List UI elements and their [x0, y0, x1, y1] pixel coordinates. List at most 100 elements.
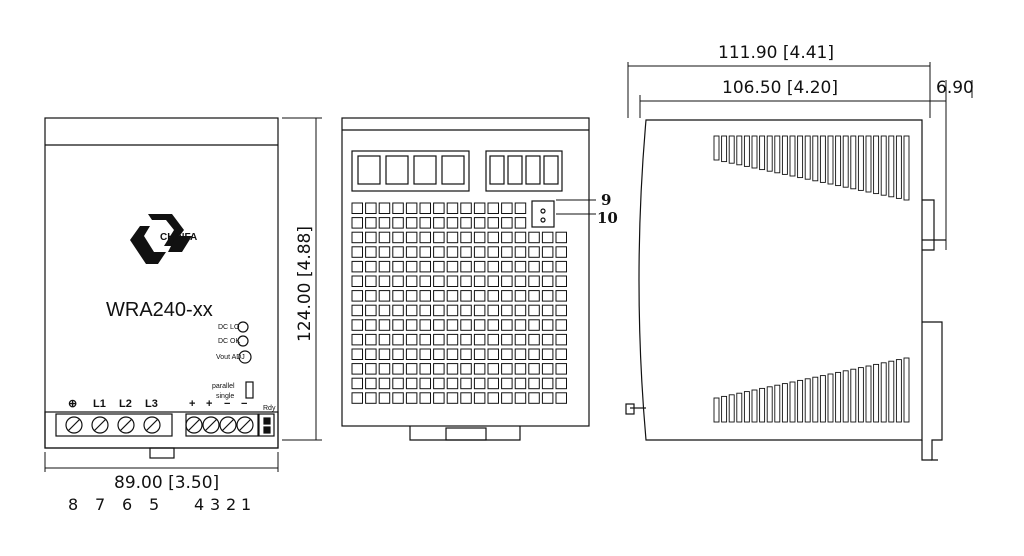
- vent-hole: [365, 246, 377, 258]
- total-depth-dimension: 111.90 [4.41]: [718, 43, 834, 63]
- vent-hole: [392, 319, 404, 331]
- terminal-l2: L2: [119, 398, 132, 410]
- side-vent-slot: [736, 392, 743, 423]
- vent-hole: [514, 392, 527, 404]
- body-depth-dimension: 106.50 [4.20]: [722, 78, 838, 98]
- vent-hole: [419, 363, 431, 375]
- side-vent-slot: [797, 135, 804, 179]
- vent-hole: [501, 319, 513, 331]
- vent-hole: [433, 333, 445, 346]
- vent-hole: [541, 231, 554, 244]
- vent-hole: [378, 392, 391, 404]
- vent-hole: [433, 348, 445, 360]
- indicator-vout-adj: Vout ADJ: [216, 354, 245, 361]
- vent-hole: [501, 260, 513, 273]
- vent-hole: [405, 260, 418, 273]
- vent-hole: [514, 231, 527, 244]
- vent-hole: [541, 319, 554, 331]
- chinfa-logo: [130, 214, 192, 264]
- callout-leader-lines: [556, 199, 596, 215]
- vent-hole: [487, 275, 499, 287]
- vent-hole: [460, 231, 472, 244]
- vent-hole: [514, 260, 527, 273]
- vent-hole: [555, 275, 567, 287]
- side-vent-slot: [804, 135, 811, 180]
- mode-switch: [245, 381, 254, 399]
- vent-hole: [541, 377, 554, 390]
- vent-hole: [528, 333, 540, 346]
- side-vent-slot: [774, 384, 781, 423]
- vent-hole: [365, 304, 377, 317]
- terminal-plus-1: +: [189, 398, 195, 410]
- vent-hole: [501, 246, 513, 258]
- side-vent-slot: [721, 395, 728, 423]
- vent-hole: [365, 377, 377, 390]
- vent-hole: [405, 363, 418, 375]
- vent-hole: [541, 348, 554, 360]
- side-vent-slot: [759, 135, 766, 171]
- vent-hole: [514, 304, 527, 317]
- vent-hole: [514, 348, 527, 360]
- vent-hole: [501, 275, 513, 287]
- top-housing: [341, 117, 590, 427]
- vent-hole: [365, 333, 377, 346]
- vent-hole: [460, 348, 472, 360]
- side-vent-slot: [903, 357, 910, 423]
- vent-hole: [351, 217, 363, 229]
- side-vent-slot: [880, 362, 887, 423]
- vent-hole: [433, 246, 445, 258]
- vent-hole: [419, 392, 431, 404]
- vent-hole: [514, 202, 527, 214]
- vent-hole: [419, 275, 431, 287]
- vent-hole: [392, 348, 404, 360]
- side-vent-slot: [888, 360, 895, 423]
- vent-hole: [528, 319, 540, 331]
- vent-hole: [351, 290, 363, 302]
- vent-hole: [473, 348, 486, 360]
- vent-hole: [555, 363, 567, 375]
- vent-hole: [487, 392, 499, 404]
- vent-hole: [460, 260, 472, 273]
- vent-hole: [473, 260, 486, 273]
- vent-hole: [365, 290, 377, 302]
- vent-hole: [378, 319, 391, 331]
- vent-hole: [405, 275, 418, 287]
- vent-hole: [528, 275, 540, 287]
- side-vent-slot: [789, 135, 796, 177]
- vent-hole: [433, 260, 445, 273]
- vent-hole: [405, 217, 418, 229]
- vent-hole: [541, 260, 554, 273]
- vent-hole: [405, 304, 418, 317]
- vent-hole: [541, 290, 554, 302]
- vent-hole: [460, 246, 472, 258]
- vent-hole: [487, 333, 499, 346]
- vent-hole: [501, 377, 513, 390]
- vent-hole: [392, 304, 404, 317]
- side-vent-slot: [903, 135, 910, 201]
- vent-hole: [528, 363, 540, 375]
- side-vent-slot: [819, 135, 826, 183]
- vent-hole: [460, 363, 472, 375]
- terminal-l3: L3: [145, 398, 158, 410]
- vent-hole: [487, 260, 499, 273]
- brand-label: CHINFA: [160, 232, 197, 243]
- vent-hole: [378, 202, 391, 214]
- side-vent-slot: [804, 378, 811, 423]
- vent-hole: [378, 333, 391, 346]
- vent-hole: [528, 392, 540, 404]
- pin-1: 1: [241, 495, 251, 514]
- side-vent-slot: [873, 363, 880, 423]
- vent-hole: [378, 217, 391, 229]
- side-vent-slot: [842, 370, 849, 423]
- side-vent-slot: [827, 135, 834, 185]
- side-vent-slot: [721, 135, 728, 163]
- vent-hole: [514, 319, 527, 331]
- vent-hole: [446, 333, 459, 346]
- vent-hole: [392, 260, 404, 273]
- vent-hole: [365, 260, 377, 273]
- pin-4: 4: [194, 495, 204, 514]
- vent-hole: [419, 260, 431, 273]
- side-vent-slot: [865, 135, 872, 193]
- vent-hole: [419, 333, 431, 346]
- vent-hole: [378, 290, 391, 302]
